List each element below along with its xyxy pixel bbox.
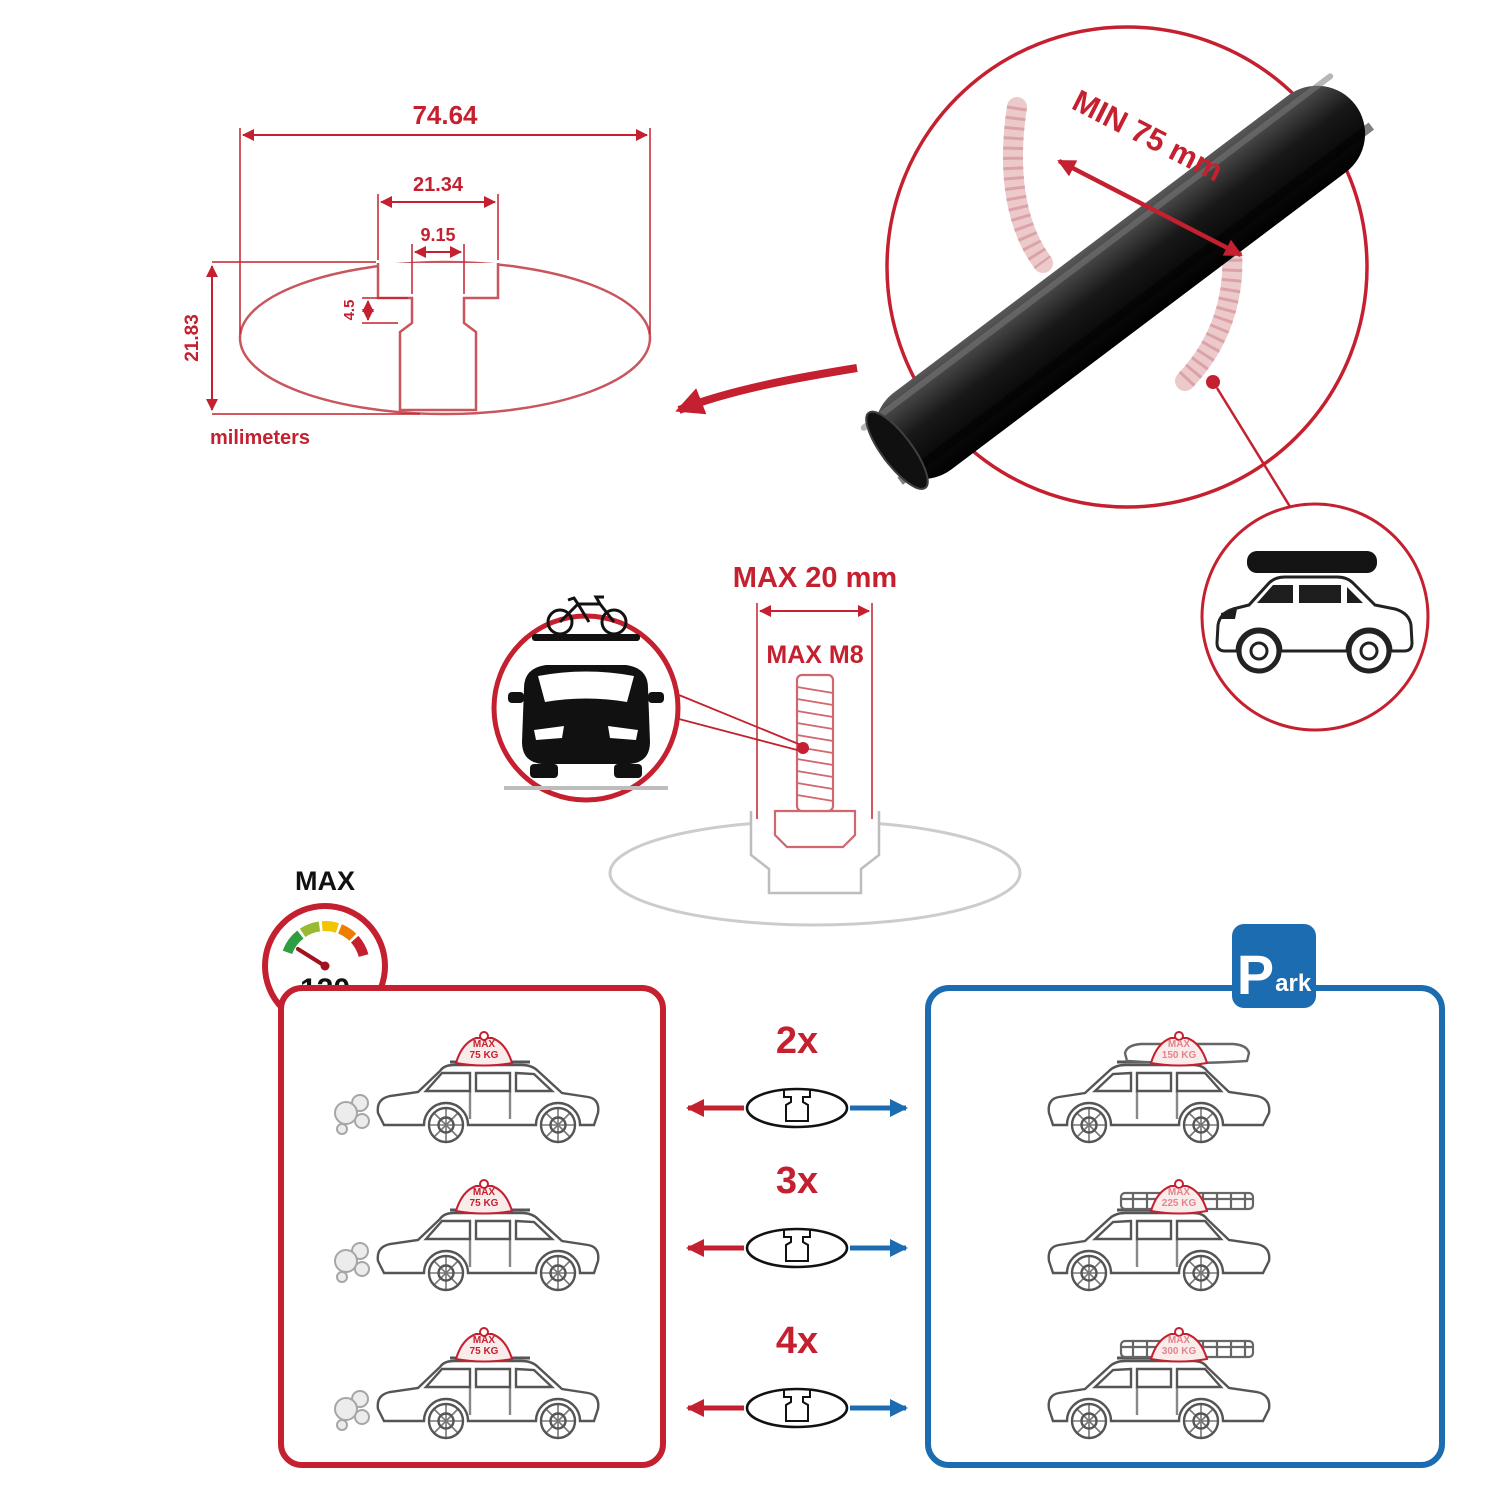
cargo-weight: 75 KG [469, 1346, 499, 1357]
cargo-weight: 300 KG [1161, 1346, 1197, 1357]
cargo-max-label: MAX [1167, 1039, 1191, 1050]
smoke-icon [334, 1390, 370, 1431]
speed-max-label: MAX [295, 866, 355, 896]
suv-with-roofbox-icon [1215, 551, 1414, 674]
cargo-weight: 75 KG [469, 1050, 499, 1061]
smoke-icon [334, 1094, 370, 1135]
car-block-225kg: MAX 225 KG [1021, 1179, 1321, 1311]
crossbar-profile-dimension-drawing: 74.64 21.34 9.15 4.5 21.83 milimeters [182, 100, 652, 449]
cargo-weight: 150 KG [1161, 1050, 1197, 1061]
bolt-max-thread-label: MAX M8 [766, 641, 863, 669]
park-suffix: ark [1275, 970, 1312, 997]
car-side-icon [1047, 1356, 1271, 1440]
cargo-max-label: MAX [472, 1335, 496, 1346]
crossbar-end-icon [745, 1087, 849, 1129]
car-block-75kg-2: MAX 75 KG [326, 1179, 626, 1311]
bar-count-4x: 4x [775, 1320, 819, 1362]
cargo-max-label: MAX [1167, 1335, 1191, 1346]
car-front-bike-circle [491, 595, 681, 803]
unit-label: milimeters [210, 427, 310, 449]
cargo-max-label: MAX [472, 1039, 496, 1050]
cargo-max-label: MAX [472, 1187, 496, 1198]
bar-count-row-2 [686, 1227, 908, 1269]
park-letter: P [1236, 942, 1275, 1006]
min-span-arrow [1057, 159, 1243, 257]
car-side-icon [376, 1356, 600, 1440]
clamp-strap-left-icon [1002, 97, 1053, 273]
crossbar-end-icon [745, 1387, 849, 1429]
dim-width-opening-label: 21.34 [413, 174, 464, 196]
car-block-75kg-3: MAX 75 KG [326, 1327, 626, 1459]
dim-height-label: 21.83 [182, 314, 203, 362]
cargo-max-label: MAX [1167, 1187, 1191, 1198]
parked-load-box: MAX 150 KG MAX 225 KG MAX 300 [925, 985, 1445, 1468]
bicycle-icon [546, 595, 628, 636]
bar-count-3x: 3x [775, 1160, 819, 1202]
car-block-300kg: MAX 300 KG [1021, 1327, 1321, 1459]
bolt-head-icon [773, 809, 857, 849]
dim-width-inner-label: 9.15 [420, 225, 455, 245]
crossbar-end-icon [745, 1227, 849, 1269]
cargo-weight: 75 KG [469, 1198, 499, 1209]
callout-dot [1206, 375, 1220, 389]
car-front-icon [508, 634, 664, 778]
profile-ellipse [238, 260, 652, 416]
cargo-weight: 225 KG [1161, 1198, 1197, 1209]
car-side-icon [376, 1208, 600, 1292]
bar-count-2x: 2x [775, 1020, 819, 1062]
dim-slot-depth-label: 4.5 [341, 300, 358, 321]
car-side-icon [1047, 1060, 1271, 1144]
bar-count-row-1 [686, 1087, 908, 1129]
suv-roofbox-circle [1200, 502, 1430, 732]
dim-width-outer-label: 74.64 [412, 100, 478, 130]
bolt-dimension-diagram: MAX 20 mm MAX M8 [608, 562, 1022, 927]
car-block-150kg: MAX 150 KG [1021, 1031, 1321, 1163]
smoke-icon [334, 1242, 370, 1283]
pointer-arrow-to-drawing [675, 364, 858, 415]
callout-line-to-suv [1215, 387, 1299, 519]
profile-t-slot [376, 263, 500, 412]
bolt-callout-dot [797, 742, 809, 754]
car-block-75kg-1: MAX 75 KG [326, 1031, 626, 1163]
bar-count-row-3 [686, 1387, 908, 1429]
car-side-icon [1047, 1208, 1271, 1292]
crossbar-render-circle: MIN 75 mm [860, 25, 1375, 519]
driving-load-box: MAX 75 KG MAX 75 KG MAX 75 KG [278, 985, 666, 1468]
car-side-icon [376, 1060, 600, 1144]
bolt-max-width-label: MAX 20 mm [733, 562, 897, 594]
